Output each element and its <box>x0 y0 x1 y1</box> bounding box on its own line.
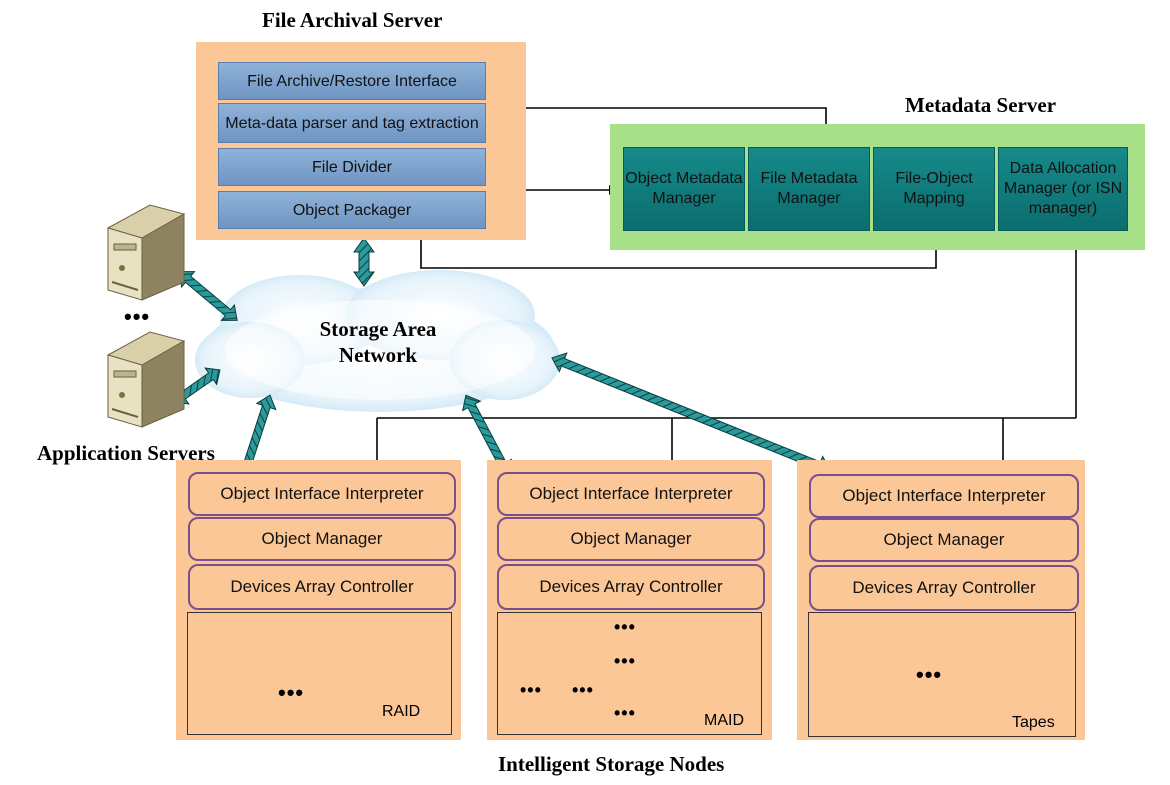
devices-array-controller: Devices Array Controller <box>809 565 1079 611</box>
tapes-label: Tapes <box>1012 714 1055 731</box>
metadata-server-title: Metadata Server <box>905 93 1057 117</box>
maid-label: MAID <box>704 712 744 729</box>
fas-layer-metadata-parser: Meta-data parser and tag extraction <box>218 103 486 143</box>
fas-layer-file-divider: File Divider <box>218 148 486 186</box>
app1-san-arrow <box>178 271 238 321</box>
data-allocation-manager: Data Allocation Manager (or ISN manager) <box>998 147 1128 231</box>
object-metadata-manager: Object Metadata Manager <box>623 147 745 231</box>
san-links <box>173 237 831 476</box>
san-label: Storage Area Network <box>319 317 437 367</box>
tapes-ellipsis: ••• <box>916 662 943 687</box>
object-interface-interpreter: Object Interface Interpreter <box>809 474 1079 518</box>
server-icon <box>106 331 186 428</box>
tapes-device-area <box>808 612 1076 737</box>
object-interface-interpreter: Object Interface Interpreter <box>497 472 765 516</box>
raid-ellipsis: ••• <box>278 680 305 705</box>
object-manager: Object Manager <box>188 517 456 561</box>
object-interface-interpreter: Object Interface Interpreter <box>188 472 456 516</box>
maid-ellipsis: ••• <box>614 651 636 671</box>
maid-ellipsis: ••• <box>520 680 542 700</box>
maid-ellipsis: ••• <box>614 703 636 723</box>
object-manager: Object Manager <box>497 517 765 561</box>
app-servers-ellipsis: ••• <box>124 304 151 329</box>
file-object-mapping: File-Object Mapping <box>873 147 995 231</box>
server-icon <box>106 204 186 301</box>
intelligent-storage-nodes-title: Intelligent Storage Nodes <box>498 752 725 776</box>
fas-layer-object-packager: Object Packager <box>218 191 486 229</box>
san-cloud <box>195 270 560 412</box>
maid-ellipsis: ••• <box>614 617 636 637</box>
raid-label: RAID <box>382 703 421 720</box>
devices-array-controller: Devices Array Controller <box>188 564 456 610</box>
object-manager: Object Manager <box>809 518 1079 562</box>
fas-san-arrow <box>353 237 375 287</box>
raid-device-area <box>187 612 452 735</box>
file-archival-server-title: File Archival Server <box>262 8 443 32</box>
maid-device-area <box>497 612 762 735</box>
fas-layer-archive-restore: File Archive/Restore Interface <box>218 62 486 100</box>
maid-ellipsis: ••• <box>572 680 594 700</box>
devices-array-controller: Devices Array Controller <box>497 564 765 610</box>
file-metadata-manager: File Metadata Manager <box>748 147 870 231</box>
